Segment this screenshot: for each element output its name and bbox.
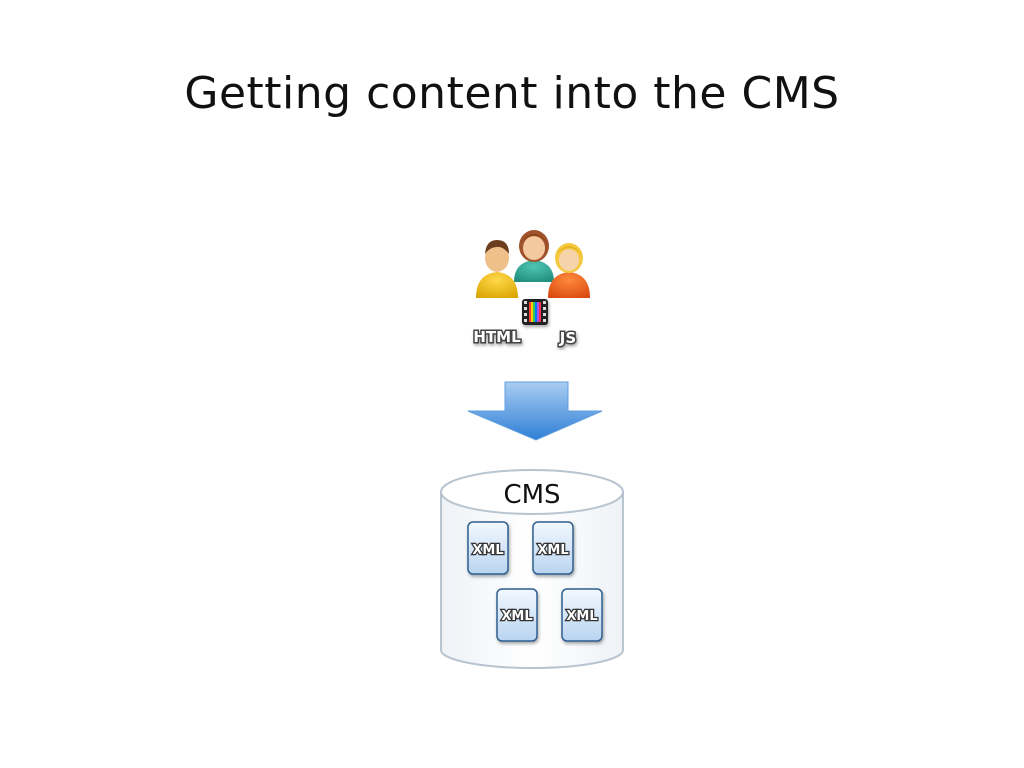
xml-document <box>496 588 538 642</box>
xml-document <box>561 588 603 642</box>
people-group <box>476 230 590 298</box>
video-film-icon <box>522 299 548 325</box>
cms-label: CMS <box>503 480 560 510</box>
xml-document-label: XML <box>566 609 597 624</box>
xml-document <box>467 521 509 575</box>
xml-document-label: XML <box>501 609 532 624</box>
down-arrow-icon <box>467 381 603 441</box>
person-blonde-icon <box>548 243 590 298</box>
person-man-icon <box>476 240 518 298</box>
xml-document-label: XML <box>472 543 503 558</box>
js-tag-label: JS <box>559 329 576 347</box>
slide-title: Getting content into the CMS <box>184 68 840 119</box>
person-woman-icon <box>514 230 554 282</box>
html-tag-label: HTML <box>473 328 521 346</box>
xml-document-label: XML <box>537 543 568 558</box>
xml-document <box>532 521 574 575</box>
